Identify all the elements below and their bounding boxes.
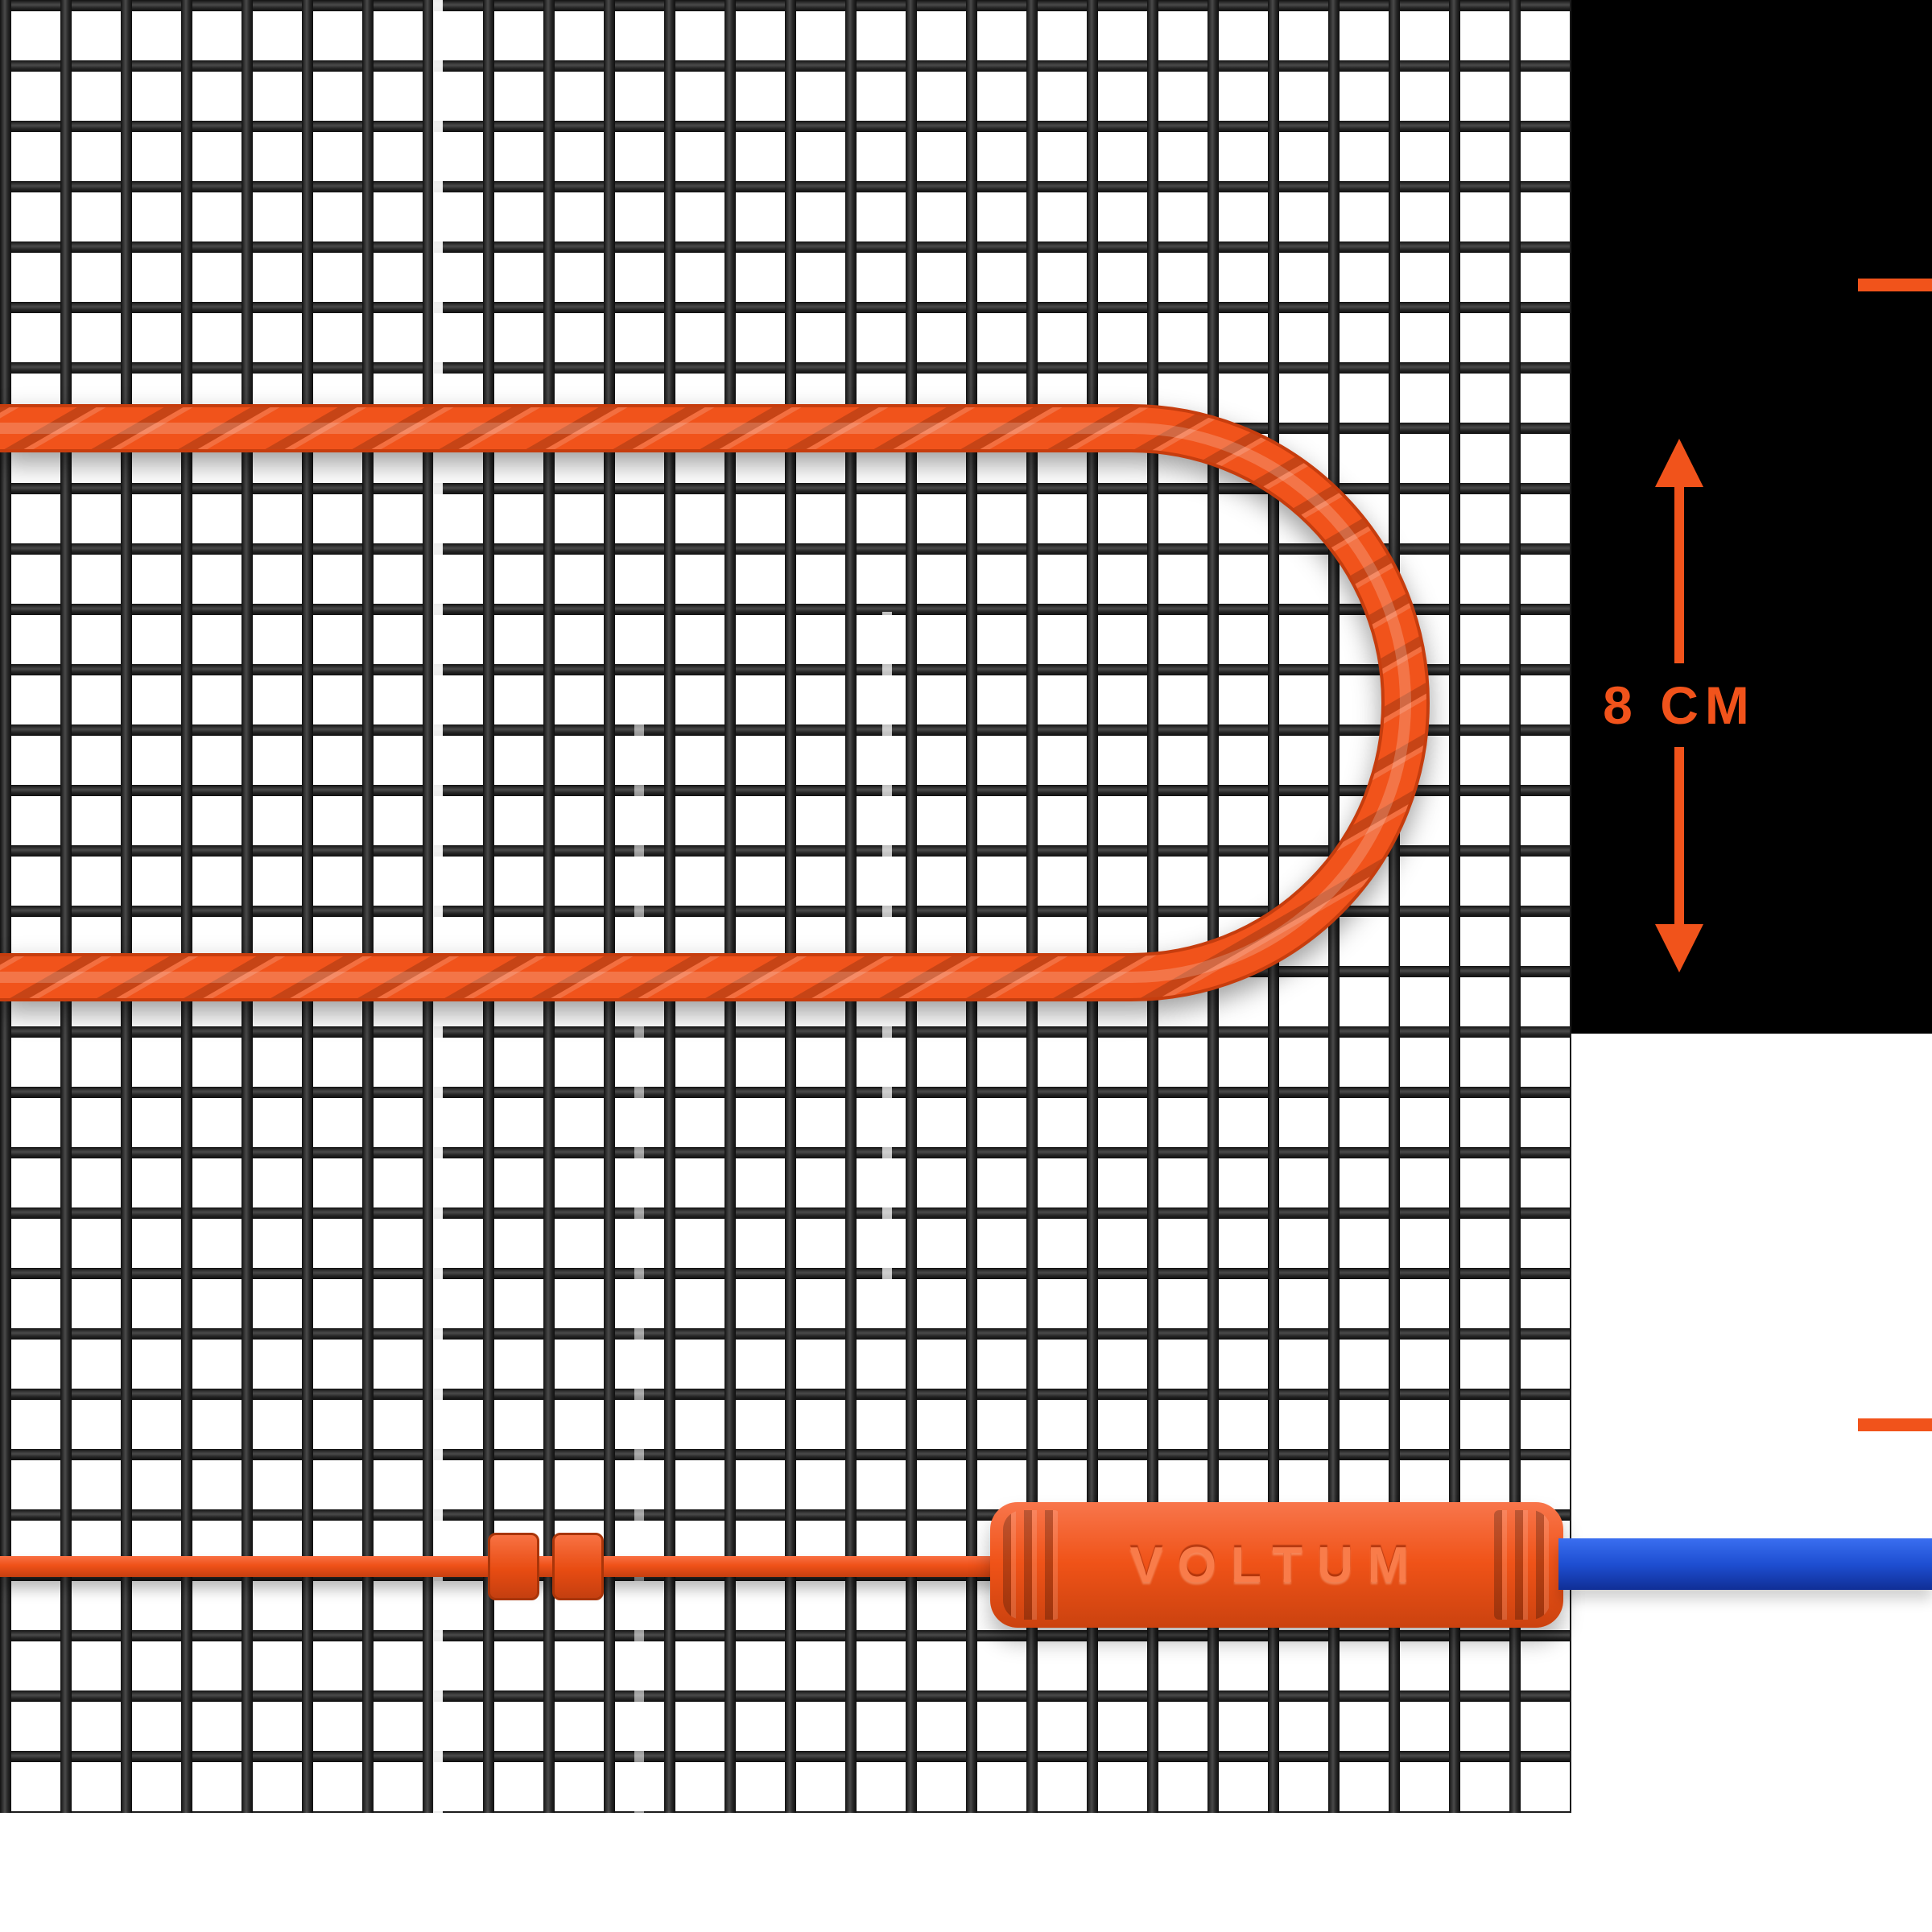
connector-rib-left xyxy=(1003,1510,1059,1620)
dimension-label: 8 CM xyxy=(1596,663,1762,747)
cable-spiral-texture xyxy=(0,407,1426,998)
power-cord-blue xyxy=(1558,1538,1932,1590)
cable-gloss-highlight xyxy=(0,423,1411,983)
arrow-down-icon xyxy=(1655,924,1703,972)
cable-splice-clip xyxy=(488,1533,604,1600)
connector-rib-right xyxy=(1494,1510,1550,1620)
clip-band xyxy=(488,1533,539,1600)
backdrop-panel xyxy=(1571,0,1932,1034)
connector-brand-label: VOLTUM xyxy=(1129,1537,1424,1593)
clip-band xyxy=(552,1533,604,1600)
connector-sleeve: VOLTUM xyxy=(990,1502,1563,1628)
mesh-highlight-streak xyxy=(433,0,443,1813)
arrow-up-icon xyxy=(1655,439,1703,487)
dimension-extension-top xyxy=(1858,279,1932,291)
dimension-extension-bottom xyxy=(1858,1418,1932,1431)
cable-outline xyxy=(0,404,1430,1001)
cable-body xyxy=(0,407,1426,998)
